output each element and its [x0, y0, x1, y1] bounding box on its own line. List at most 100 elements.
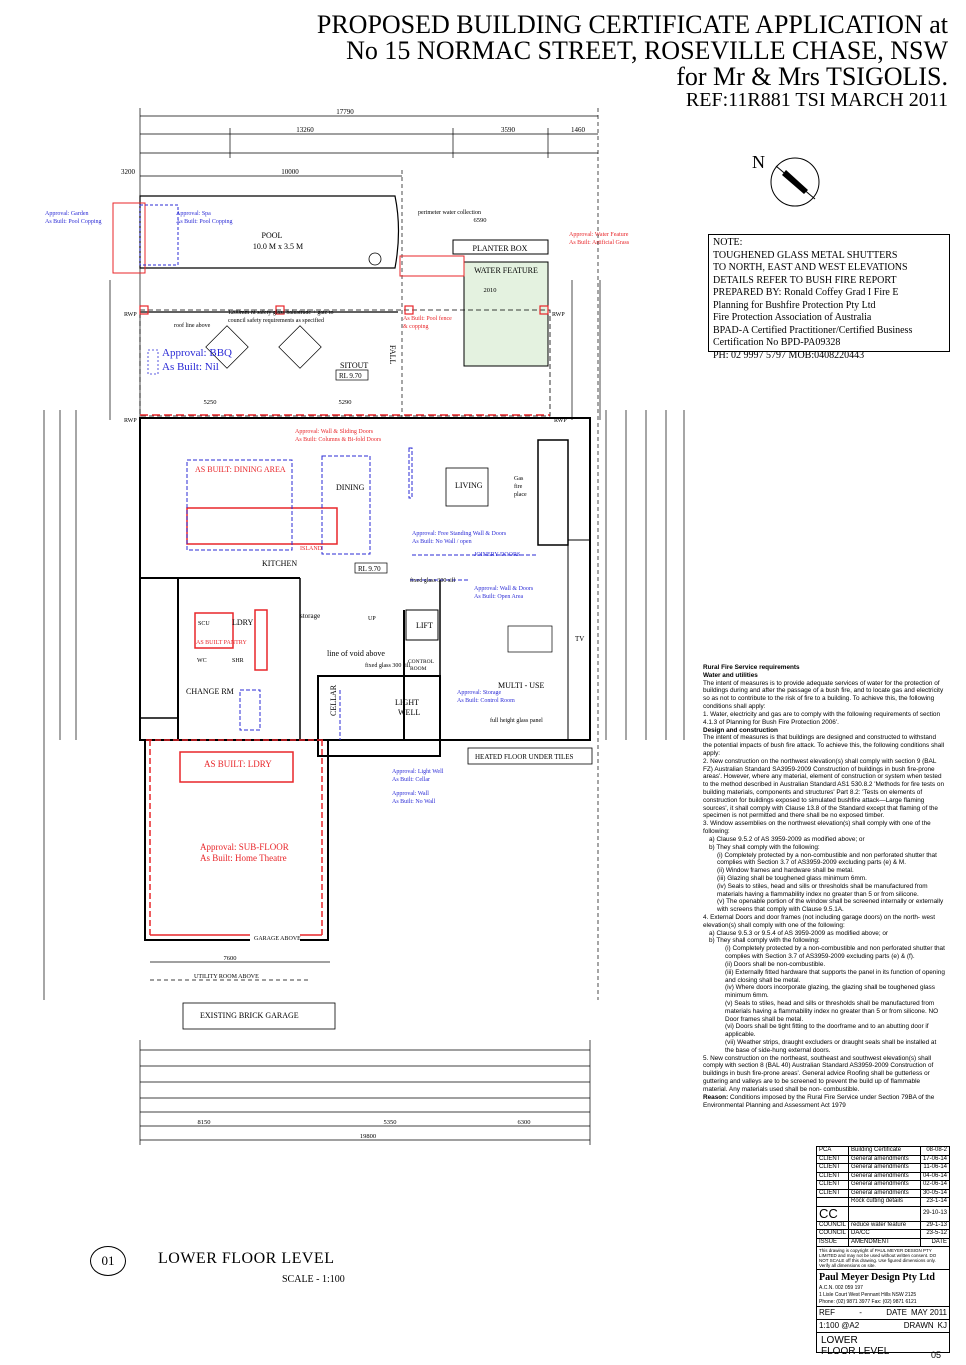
change-rm-label: CHANGE RM [186, 687, 234, 696]
heated-floor-label: HEATED FLOOR UNDER TILES [475, 753, 574, 761]
rev-who: COUNCIL [817, 1229, 850, 1239]
pool-size: 10.0 M x 3.5 M [253, 242, 303, 251]
pool-label: POOL [262, 231, 283, 240]
rev-date: 29-1-13 [919, 1221, 949, 1230]
dim-5250: 5250 [204, 399, 217, 406]
rfs-item: a) Clause 9.5.2 of AS 3959-2009 as modif… [709, 835, 865, 843]
left-dimensions [43, 280, 111, 1000]
rev-date: 23-1-14 [919, 1197, 949, 1207]
up-label: UP [368, 616, 376, 622]
fixed-glass-1: fixed glass 300 sill [410, 577, 455, 584]
dim-3590: 3590 [501, 126, 516, 134]
note-line: BPAD-A Certified Practitioner/Certified … [713, 324, 913, 336]
utility-label: UTILITY ROOM ABOVE [194, 974, 259, 980]
rev-who: PCA [817, 1147, 850, 1156]
title-line-2: No 15 NORMAC STREET, ROSEVILLE CHASE, NS… [346, 36, 948, 65]
ann-spa: Approval: Spa [176, 211, 211, 217]
rfs-sub-design: Design and construction [703, 726, 778, 734]
ann-garden-built: As Built: Pool Copping [45, 219, 102, 225]
balustrade-label-2: council safety requirements as specified [228, 317, 324, 324]
firm-abn: A.C.N. 002 059 197 [819, 1285, 863, 1291]
rev-date: 30-05-14 [919, 1189, 949, 1198]
rev-date: 29-10-13 [919, 1206, 949, 1222]
existing-garage-box [182, 1002, 336, 1030]
rfs-item: (vii) Weather strips, draught excluders … [725, 1039, 937, 1054]
gas-fire-label-2: fire [514, 483, 523, 490]
rfs-item: (ii) Doors shall be non-combustible. [725, 960, 826, 968]
rfs-item: (vi) Doors shall be tight fitting to the… [725, 1023, 929, 1039]
rev-desc: General amendments [848, 1189, 921, 1198]
ann-free-wall-built: As Built: No Wall / open [412, 539, 472, 545]
ref-label: REF [819, 1308, 835, 1317]
ann-water-feature: Approval: Water Feature [569, 232, 629, 238]
ann-bbq: Approval: BBQ [162, 347, 232, 359]
rev-who: ISSUE [817, 1238, 850, 1247]
rwp-1: RWP [124, 312, 137, 318]
rev-who [817, 1197, 850, 1207]
dim-5350: 5350 [384, 1119, 397, 1126]
roof-line-label: roof line above [174, 322, 211, 329]
ann-wall: Approval: Wall [392, 791, 429, 797]
rfs-item: (iv) Seals to stiles, head and sills or … [717, 882, 928, 898]
drawing-number: 01 [90, 1246, 126, 1276]
ann-bifold: As Built: Columns & Bi-fold Doors [295, 436, 382, 443]
dim-2010: 2010 [484, 287, 497, 294]
living-label: LIVING [455, 481, 483, 490]
ann-subfloor: Approval: SUB-FLOOR [200, 842, 289, 852]
light-well-label: LIGHT [395, 698, 419, 707]
note-line: TOUGHENED GLASS METAL SHUTTERS [713, 249, 898, 261]
rev-who: CLIENT [817, 1180, 850, 1190]
multi-use-table [507, 625, 553, 653]
rfs-item: (v) Seals to stiles, head and sills or t… [725, 999, 939, 1023]
ann-pool-fence-2: & copping [403, 324, 429, 330]
rev-cc: CC [817, 1206, 850, 1222]
bottom-dimensions [139, 1040, 591, 1145]
note-line: Fire Protection Association of Australia [713, 312, 872, 323]
note-line: Planning for Bushfire Protection Pty Ltd [713, 299, 876, 311]
rwp-4: RWP [554, 418, 567, 424]
ann-subfloor-built: As Built: Home Theatre [200, 853, 287, 863]
ldry-label: LDRY [232, 618, 254, 627]
rfs-item: (iii) Externally fitted hardware that su… [725, 968, 945, 984]
dim-overall-bottom: 19800 [360, 1133, 376, 1140]
scu-label: SCU [198, 621, 210, 627]
rev-desc: General amendments [848, 1172, 921, 1181]
ann-light-well: Approval: Light Well [392, 769, 444, 775]
garage-above-bg [250, 932, 300, 942]
rfs-para: The intent of measures is to provide ade… [703, 679, 944, 711]
firm-address: 1 Lisle Court West Pennant Hills NSW 212… [819, 1292, 917, 1298]
rev-date: DATE [919, 1238, 949, 1247]
ann-bbq-built: As Built: Nil [162, 361, 219, 373]
rfs-sub-water: Water and utilities [703, 671, 758, 679]
north-label: N [752, 152, 765, 172]
joinery-doors-label: JOINERY DOORS [474, 552, 520, 558]
sheet-line-1: LOWER [821, 1335, 858, 1346]
dim-5290: 5290 [339, 399, 352, 406]
sheet-line-2: FLOOR LEVEL [821, 1346, 890, 1357]
rfs-para: 5. New construction on the northeast, so… [703, 1054, 934, 1093]
rev-desc: General amendments [848, 1180, 921, 1190]
full-glass-label: full height glass panel [490, 717, 543, 724]
rev-date: 08-08-2 [919, 1147, 949, 1156]
rev-desc-empty [848, 1206, 921, 1222]
kitchen-rl-box [354, 562, 388, 574]
kitchen-label: KITCHEN [262, 559, 297, 568]
rev-desc: Rock cutting details [848, 1197, 921, 1207]
ref-date-row: REF - DATE MAY 2011 [817, 1307, 949, 1320]
rfs-para: 3. Window assemblies on the northwest el… [703, 820, 931, 836]
rfs-item: b) They shall comply with the following: [709, 843, 820, 851]
heated-floor-box [467, 747, 593, 765]
perimeter-label: perimeter water collection [418, 210, 481, 216]
dim-1460: 1460 [571, 126, 586, 134]
water-feature [463, 261, 549, 367]
wc-label: WC [197, 658, 207, 664]
lift-box [405, 609, 439, 641]
rev-who: CLIENT [817, 1172, 850, 1181]
dim-6300: 6300 [518, 1119, 531, 1126]
ann-garden: Approval: Garden [45, 211, 89, 217]
ann-free-wall: Approval: Free Standing Wall & Doors [412, 531, 507, 537]
ann-water-feature-built: As Built: Artificial Grass [569, 239, 630, 246]
gas-fire-label-3: place [514, 492, 527, 498]
north-arrow-icon: N [752, 152, 820, 207]
